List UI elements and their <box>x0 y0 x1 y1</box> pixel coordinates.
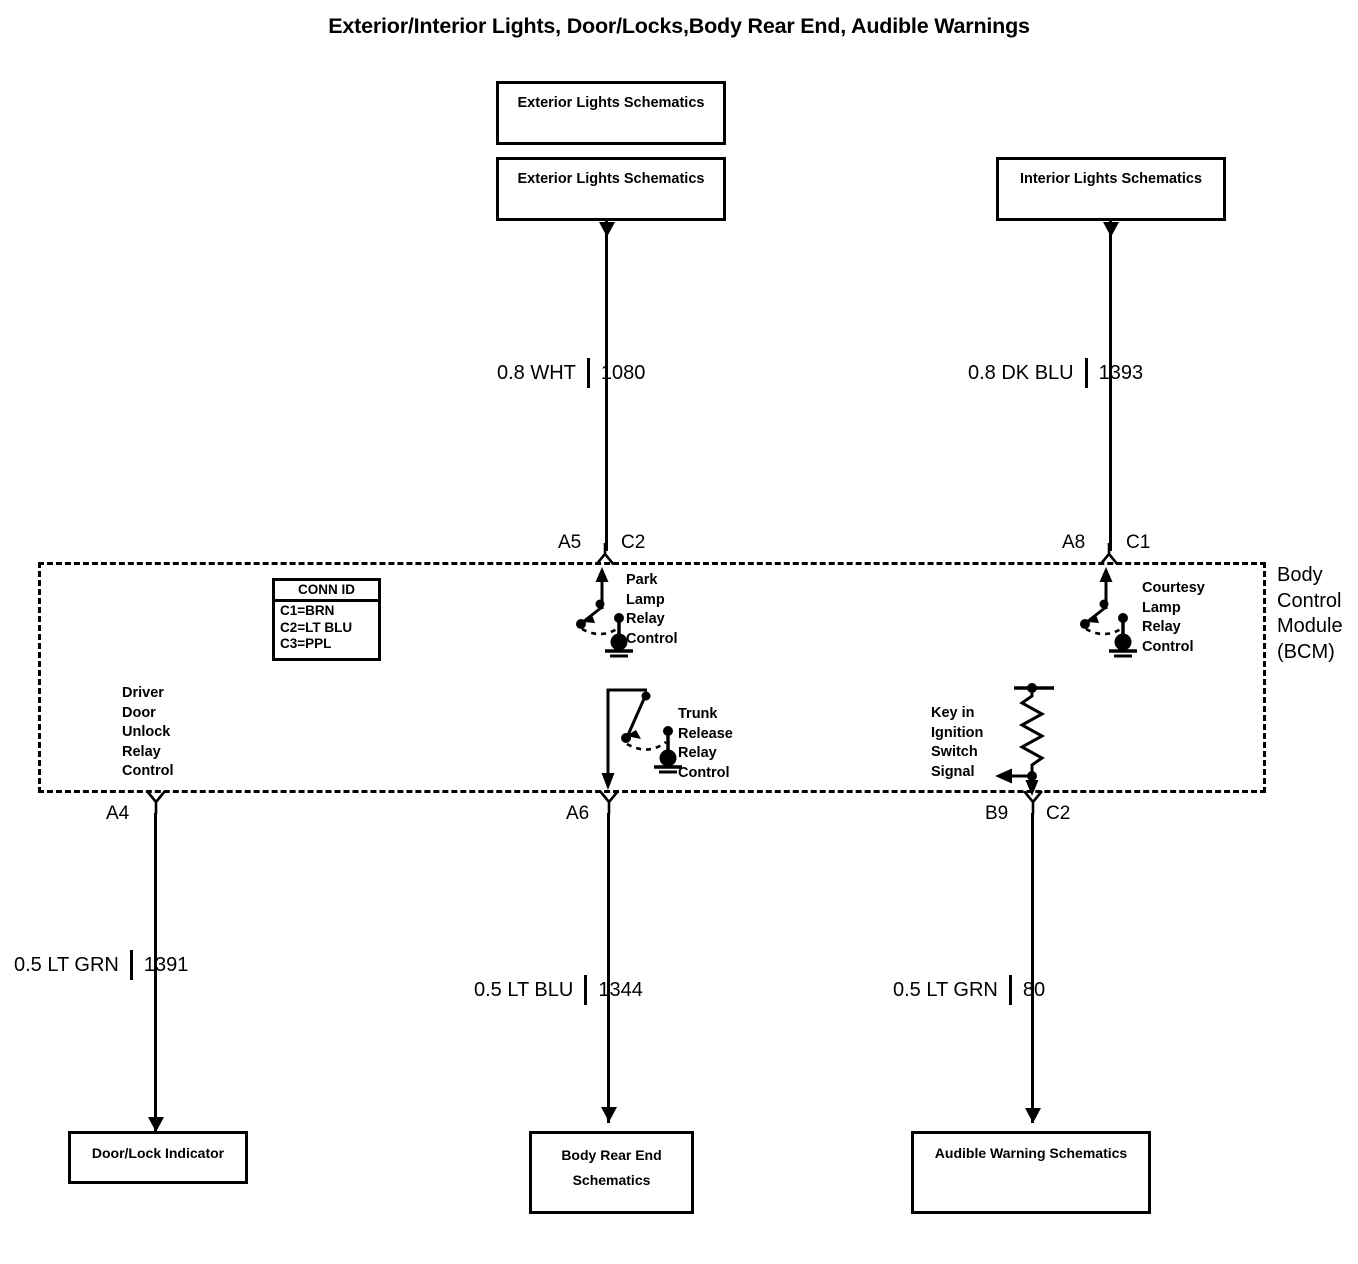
wire-1080-number: 1080 <box>600 361 646 384</box>
wire-separator <box>129 950 133 980</box>
connector-split-a4-icon <box>145 791 167 814</box>
wire-80-gauge: 0.5 LT GRN <box>893 978 998 1001</box>
trunk-release-relay-control-label: Trunk Release Relay Control <box>678 705 733 783</box>
wire-80-arrow <box>1024 1108 1041 1123</box>
courtesy-lamp-relay-control-label: Courtesy Lamp Relay Control <box>1142 579 1205 657</box>
courtesy-lamp-line-2: Lamp <box>1142 599 1181 616</box>
wire-1393-line <box>1109 221 1112 551</box>
courtesy-lamp-line-3: Relay <box>1142 619 1181 636</box>
driver-door-line-2: Door <box>122 704 156 721</box>
wire-1393-arrow <box>1102 222 1119 237</box>
bcm-title-line-1: Body <box>1277 564 1323 586</box>
wire-1391-number: 1391 <box>143 953 189 976</box>
park-lamp-relay-switch-icon <box>576 567 633 658</box>
bcm-title-line-3: Module <box>1277 615 1343 638</box>
wire-1080-line <box>605 221 608 551</box>
conn-id-box: CONN ID C1=BRN C2=LT BLU C3=PPL <box>272 578 381 661</box>
wire-80-line <box>1031 813 1034 1123</box>
courtesy-lamp-line-1: Courtesy <box>1142 580 1205 596</box>
driver-door-line-3: Unlock <box>122 724 171 741</box>
wire-1393-gauge: 0.8 DK BLU <box>968 361 1074 384</box>
exterior-lights-schematics-label-2: Exterior Lights Schematics <box>517 171 705 187</box>
interior-lights-schematics-label: Interior Lights Schematics <box>1019 171 1203 187</box>
park-lamp-line-4: Control <box>626 630 678 647</box>
body-rear-end-schematics-box[interactable]: Body Rear End Schematics <box>529 1131 694 1214</box>
wire-1391-gauge: 0.5 LT GRN <box>14 953 119 976</box>
page-title: Exterior/Interior Lights, Door/Locks,Bod… <box>328 14 1030 38</box>
body-rear-end-schematics-lines: Body Rear End Schematics <box>532 1134 691 1192</box>
driver-door-line-4: Relay <box>122 743 161 760</box>
wire-1391-label: 0.5 LT GRN 1391 <box>14 950 188 980</box>
park-lamp-line-1: Park <box>626 572 658 588</box>
wire-80-number: 80 <box>1022 978 1046 1001</box>
audible-warning-schematics-box[interactable]: Audible Warning Schematics <box>911 1131 1151 1214</box>
pin-label-c2-key: C2 <box>1046 803 1071 824</box>
courtesy-lamp-line-4: Control <box>1142 638 1194 655</box>
trunk-release-relay-switch-icon <box>601 688 682 790</box>
key-in-ignition-line-4: Signal <box>931 763 975 780</box>
connector-split-b9-icon <box>1022 791 1044 814</box>
pin-label-b9: B9 <box>985 803 1009 824</box>
wire-1344-gauge: 0.5 LT BLU <box>474 978 574 1001</box>
wire-1344-label: 0.5 LT BLU 1344 <box>474 975 643 1005</box>
pin-label-a6: A6 <box>566 803 590 824</box>
wire-1080-arrow <box>598 222 615 237</box>
exterior-lights-schematics-box-1[interactable]: Exterior Lights Schematics <box>496 81 726 145</box>
park-lamp-relay-control-label: Park Lamp Relay Control <box>626 571 678 649</box>
driver-door-line-1: Driver <box>122 685 164 701</box>
pin-label-a5: A5 <box>558 532 582 553</box>
wire-1391-line <box>154 813 157 1133</box>
wire-separator <box>586 358 590 388</box>
trunk-release-line-2: Release <box>678 725 733 742</box>
audible-warning-schematics-label: Audible Warning Schematics <box>934 1145 1128 1161</box>
pin-label-c1-courtesy: C1 <box>1126 532 1151 553</box>
bcm-title-line-2: Control <box>1277 589 1342 612</box>
park-lamp-line-3: Relay <box>626 611 665 628</box>
body-control-module-label: Body Control Module (BCM) <box>1277 563 1343 665</box>
exterior-lights-schematics-box-2[interactable]: Exterior Lights Schematics <box>496 157 726 221</box>
wire-1080-label: 0.8 WHT 1080 <box>497 358 645 388</box>
key-in-ignition-line-2: Ignition <box>931 724 984 741</box>
trunk-release-line-3: Relay <box>678 745 717 762</box>
interior-lights-schematics-box[interactable]: Interior Lights Schematics <box>996 157 1226 221</box>
body-rear-end-line-2: Schematics <box>572 1171 651 1188</box>
conn-id-row-c2: C2=LT BLU <box>280 619 353 635</box>
wire-separator <box>1084 358 1088 388</box>
connector-split-a6-icon <box>598 791 620 814</box>
driver-door-line-5: Control <box>122 763 174 780</box>
wire-1344-number: 1344 <box>598 978 643 1001</box>
trunk-release-line-4: Control <box>678 764 730 781</box>
conn-id-row-c1: C1=BRN <box>280 603 335 618</box>
conn-id-row-c3: C3=PPL <box>280 636 332 652</box>
key-in-ignition-switch-signal-label: Key in Ignition Switch Signal <box>931 704 983 782</box>
wire-1080-gauge: 0.8 WHT <box>497 361 576 384</box>
wire-1344-arrow <box>600 1107 617 1122</box>
courtesy-lamp-relay-switch-icon <box>1080 567 1137 658</box>
body-control-module-boundary <box>38 562 1266 793</box>
wire-80-label: 0.5 LT GRN 80 <box>893 975 1045 1005</box>
wire-1344-line <box>607 813 610 1123</box>
trunk-release-line-1: Trunk <box>678 706 718 722</box>
door-lock-indicator-box[interactable]: Door/Lock Indicator <box>68 1131 248 1184</box>
wire-separator <box>1008 975 1012 1005</box>
wire-1391-arrow <box>147 1117 164 1132</box>
conn-id-header: CONN ID <box>275 581 378 602</box>
exterior-lights-schematics-label-1: Exterior Lights Schematics <box>517 95 705 111</box>
pin-label-a8: A8 <box>1062 532 1086 553</box>
wire-1393-label: 0.8 DK BLU 1393 <box>968 358 1143 388</box>
body-rear-end-line-1: Body Rear End <box>561 1147 662 1163</box>
pin-label-a4: A4 <box>106 803 130 824</box>
key-in-ignition-line-1: Key in <box>931 705 975 721</box>
conn-id-rows: C1=BRN C2=LT BLU C3=PPL <box>275 602 378 655</box>
park-lamp-line-2: Lamp <box>626 591 665 608</box>
bcm-title-line-4: (BCM) <box>1277 640 1335 663</box>
wire-1393-number: 1393 <box>1098 361 1144 384</box>
door-lock-indicator-label: Door/Lock Indicator <box>91 1145 225 1161</box>
key-in-ignition-resistor-icon <box>995 683 1054 796</box>
driver-door-unlock-relay-control-label: Driver Door Unlock Relay Control <box>122 684 174 782</box>
key-in-ignition-line-3: Switch <box>931 744 978 761</box>
pin-label-c2-park: C2 <box>621 532 646 553</box>
wire-separator <box>584 975 588 1005</box>
